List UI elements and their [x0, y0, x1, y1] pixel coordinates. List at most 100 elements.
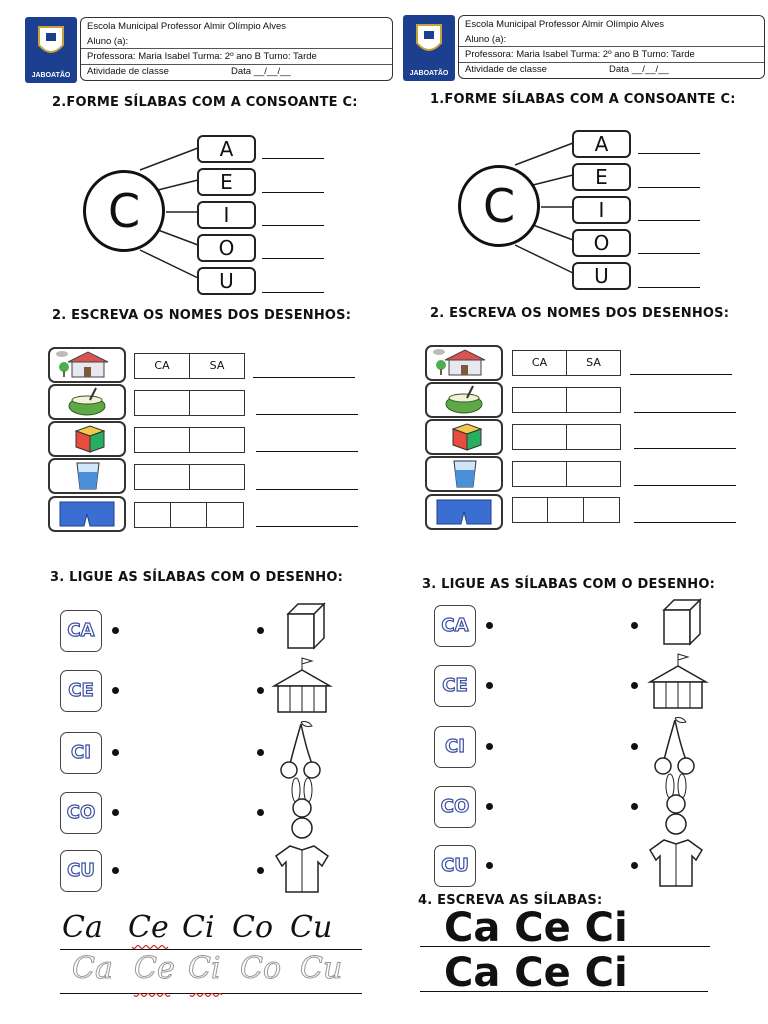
box-icon	[286, 602, 326, 650]
syllable-cell[interactable]	[134, 390, 190, 416]
answer-line[interactable]	[262, 258, 324, 259]
answer-line[interactable]	[256, 414, 358, 415]
answer-line[interactable]	[634, 412, 736, 413]
cursive-trace-word[interactable]: Cu	[299, 951, 343, 987]
answer-line[interactable]	[262, 292, 324, 293]
answer-line[interactable]	[262, 158, 324, 159]
answer-line[interactable]	[630, 374, 732, 375]
match-dot[interactable]	[631, 803, 638, 810]
syllable-cell[interactable]	[566, 387, 621, 413]
answer-line[interactable]	[638, 253, 700, 254]
shirt-icon	[275, 845, 329, 893]
match-dot[interactable]	[112, 749, 119, 756]
cup-picture	[425, 456, 503, 492]
answer-line[interactable]	[634, 485, 736, 486]
shorts-icon	[59, 501, 115, 527]
header-right: JABOATÃO Escola Municipal Professor Almi…	[403, 15, 765, 81]
date-field[interactable]: Data __/__/__	[231, 66, 291, 77]
syllable-cell[interactable]	[170, 502, 207, 528]
vowel-box: E	[197, 168, 256, 196]
syllable-cell[interactable]	[566, 461, 621, 487]
vowel-box: A	[572, 130, 631, 158]
house-icon	[433, 349, 486, 376]
answer-line[interactable]	[256, 526, 358, 527]
syllable-card: CI	[434, 726, 476, 768]
coconut-icon	[68, 387, 106, 416]
syllable-cell[interactable]	[512, 461, 567, 487]
match-dot[interactable]	[486, 862, 493, 869]
match-dot[interactable]	[486, 622, 493, 629]
syllable-cell[interactable]	[512, 497, 548, 523]
answer-line[interactable]	[638, 187, 700, 188]
header-box: Escola Municipal Professor Almir Olímpio…	[80, 17, 393, 81]
syllable-cell[interactable]	[206, 502, 244, 528]
answer-line[interactable]	[634, 448, 736, 449]
syllable-cell[interactable]	[512, 387, 567, 413]
match-dot[interactable]	[486, 682, 493, 689]
match-dot[interactable]	[257, 627, 264, 634]
school-name: Escola Municipal Professor Almir Olímpio…	[87, 21, 287, 32]
cursive-trace-word[interactable]: Ci	[188, 951, 222, 987]
consonant-circle: C	[83, 170, 165, 252]
shield-icon	[416, 24, 442, 51]
syllable-practice-line[interactable]: Ca Ce Ci	[444, 950, 628, 996]
syllable-cell[interactable]	[134, 502, 171, 528]
right-connector-lines	[514, 142, 574, 274]
match-dot[interactable]	[486, 743, 493, 750]
syllable-cell[interactable]	[566, 424, 621, 450]
match-dot[interactable]	[631, 862, 638, 869]
answer-line[interactable]	[638, 153, 700, 154]
answer-line[interactable]	[256, 451, 358, 452]
answer-line[interactable]	[262, 192, 324, 193]
teacher-line: Professora: Maria Isabel Turma: 2º ano B…	[465, 49, 695, 60]
answer-line[interactable]	[634, 522, 736, 523]
cursive-trace-word[interactable]: Ca	[72, 951, 114, 987]
logo-text: JABOATÃO	[31, 72, 71, 79]
shorts-picture	[425, 494, 503, 530]
cursive-trace-word[interactable]: Co	[239, 951, 282, 987]
syllable-cell[interactable]	[512, 424, 567, 450]
match-dot[interactable]	[112, 867, 119, 874]
syllable-cell[interactable]	[189, 427, 245, 453]
match-dot[interactable]	[257, 809, 264, 816]
match-dot[interactable]	[486, 803, 493, 810]
answer-line[interactable]	[253, 377, 355, 378]
syllable-card: CA	[434, 605, 476, 647]
match-dot[interactable]	[631, 682, 638, 689]
header-divider	[81, 48, 392, 49]
match-dot[interactable]	[112, 687, 119, 694]
syllable-cell[interactable]	[189, 464, 245, 490]
match-dot[interactable]	[631, 622, 638, 629]
match-dot[interactable]	[631, 743, 638, 750]
match-dot[interactable]	[257, 749, 264, 756]
syllable-cell[interactable]	[547, 497, 584, 523]
match-dot[interactable]	[257, 867, 264, 874]
circus-tent-icon	[647, 653, 709, 709]
answer-line[interactable]	[256, 489, 358, 490]
date-field[interactable]: Data __/__/__	[609, 64, 669, 75]
syllable-card: CE	[434, 665, 476, 707]
syllable-card: CO	[60, 792, 102, 834]
syllable-cell[interactable]	[189, 390, 245, 416]
match-dot[interactable]	[112, 809, 119, 816]
header-divider	[459, 62, 764, 63]
cup-icon	[76, 462, 100, 490]
cube-toy-picture	[425, 419, 503, 455]
answer-line[interactable]	[262, 225, 324, 226]
syllable-cell[interactable]	[134, 427, 190, 453]
vowel-box: O	[572, 229, 631, 257]
student-field[interactable]: Aluno (a):	[87, 36, 129, 47]
match-dot[interactable]	[257, 687, 264, 694]
activity-label: Atividade de classe	[87, 66, 169, 77]
student-field[interactable]: Aluno (a):	[465, 34, 507, 45]
cube-toy-picture	[48, 421, 126, 457]
syllable-cell[interactable]	[583, 497, 620, 523]
house-icon	[56, 351, 109, 378]
left-q1-title: 2.FORME SÍLABAS COM A CONSOANTE C:	[52, 95, 358, 110]
answer-line[interactable]	[638, 287, 700, 288]
answer-line[interactable]	[638, 220, 700, 221]
match-dot[interactable]	[112, 627, 119, 634]
syllable-cell[interactable]	[134, 464, 190, 490]
box-icon	[662, 598, 702, 646]
cursive-trace-word[interactable]: Ce	[134, 951, 176, 987]
